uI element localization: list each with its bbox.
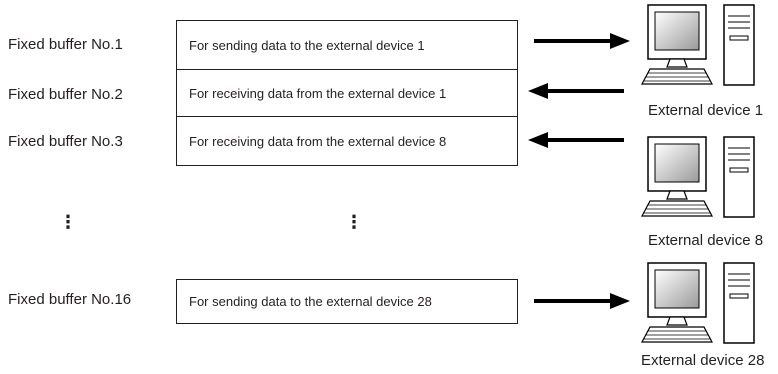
arrow-left-icon-2 xyxy=(528,83,624,99)
buffer-cell-1-text: For sending data to the external device … xyxy=(189,37,425,53)
device-label-8: External device 8 xyxy=(648,232,764,249)
computer-icon-8 xyxy=(641,136,755,218)
arrow-right-icon-16 xyxy=(534,293,630,309)
buffer-cell-1: For sending data to the external device … xyxy=(176,20,518,70)
buffer-cell-16: For sending data to the external device … xyxy=(176,279,518,324)
vertical-ellipsis-middle: ⋮ xyxy=(345,212,363,232)
computer-icon-1 xyxy=(641,4,755,86)
buffer-cell-2-text: For receiving data from the external dev… xyxy=(189,85,447,101)
buffer-label-1: Fixed buffer No.1 xyxy=(8,36,123,53)
arrow-left-icon-3 xyxy=(528,132,624,148)
device-label-28: External device 28 xyxy=(641,352,765,369)
arrow-right-icon-1 xyxy=(534,33,630,49)
buffer-cell-3: For receiving data from the external dev… xyxy=(176,116,518,166)
device-label-1: External device 1 xyxy=(648,102,764,119)
buffer-label-16: Fixed buffer No.16 xyxy=(8,291,132,308)
vertical-ellipsis-left: ⋮ xyxy=(59,212,77,232)
buffer-label-2: Fixed buffer No.2 xyxy=(8,86,123,103)
computer-icon-28 xyxy=(641,262,755,344)
buffer-label-3: Fixed buffer No.3 xyxy=(8,133,123,150)
buffer-cell-3-text: For receiving data from the external dev… xyxy=(189,133,447,149)
buffer-cell-16-text: For sending data to the external device … xyxy=(189,294,432,309)
buffer-cell-2: For receiving data from the external dev… xyxy=(176,69,518,117)
